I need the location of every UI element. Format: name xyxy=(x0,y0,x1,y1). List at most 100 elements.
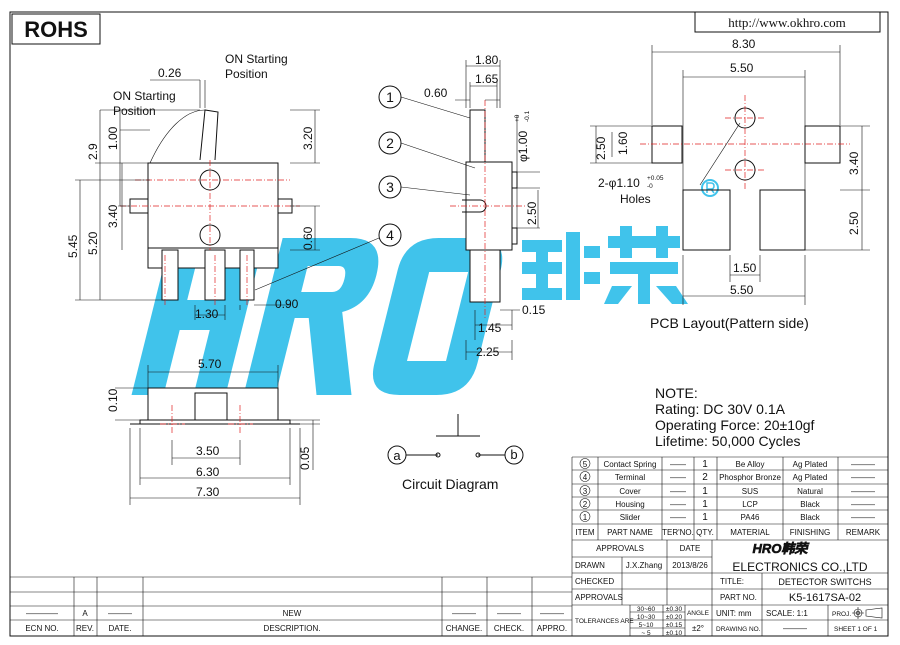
dia-tol-plus: +0 xyxy=(514,114,521,122)
bom-ter: —— xyxy=(670,500,686,509)
dim-5.20: 5.20 xyxy=(86,231,100,255)
svg-text:±0.15: ±0.15 xyxy=(666,622,683,629)
on-starting-label-2: ON Starting xyxy=(113,89,176,103)
holes-tol-plus: +0.05 xyxy=(647,175,664,182)
header-finishing: FINISHING xyxy=(790,528,830,537)
bom-material: Phosphor Bronze xyxy=(719,473,781,482)
svg-text:±0.30: ±0.30 xyxy=(666,606,683,613)
bottom-dim-7.30: 7.30 xyxy=(196,485,220,499)
bom-material: PA46 xyxy=(741,513,761,522)
unit: UNIT: mm xyxy=(716,609,752,618)
svg-text:30~60: 30~60 xyxy=(637,606,656,613)
note-lifetime: Lifetime: 50,000 Cycles xyxy=(655,433,801,449)
bom-name: Cover xyxy=(619,487,641,496)
bom-finish: Ag Plated xyxy=(793,473,828,482)
header-part-name: PART NAME xyxy=(607,528,653,537)
svg-text:———: ——— xyxy=(540,609,564,618)
drawn-date: 2013/8/26 xyxy=(672,561,708,570)
callout-2: 2 xyxy=(378,131,476,169)
front-view: 0.26 ON Starting Position ON Starting Po… xyxy=(66,52,320,321)
dim-0.60: 0.60 xyxy=(301,226,315,250)
part-no-label: PART NO. xyxy=(720,593,757,602)
dim-1.45: 1.45 xyxy=(478,321,502,335)
svg-text:CHANGE.: CHANGE. xyxy=(446,624,482,633)
circuit-diagram-title: Circuit Diagram xyxy=(402,476,498,492)
revision-letter: A xyxy=(82,609,88,618)
projection-label: PROJ. xyxy=(832,611,851,618)
header-qty: QTY. xyxy=(696,528,714,537)
bom-ter: —— xyxy=(670,460,686,469)
company-name: ELECTRONICS CO.,LTD xyxy=(732,560,867,574)
bom-ter: —— xyxy=(670,513,686,522)
svg-text:ECN NO.: ECN NO. xyxy=(25,624,58,633)
tolerances-label: TOLERANCES ARE xyxy=(575,618,634,625)
revision-table: ———— A ——— NEW ——— ——— ——— ECN NO. REV. … xyxy=(10,576,572,636)
pcb-layout-title: PCB Layout(Pattern side) xyxy=(650,315,809,331)
approvals-header: APPROVALS xyxy=(596,544,644,553)
url-link[interactable]: http://www.okhro.com xyxy=(728,15,846,30)
angle-label: ANGLE xyxy=(687,610,710,617)
bom-ter: —— xyxy=(670,473,686,482)
bottom-dim-3.50: 3.50 xyxy=(196,444,220,458)
callout-1: 1 xyxy=(378,85,471,119)
pcb-dim-8.30: 8.30 xyxy=(732,37,756,51)
svg-text:DESCRIPTION.: DESCRIPTION. xyxy=(264,624,321,633)
svg-text:3: 3 xyxy=(386,179,394,195)
drawn-by: J.X.Zhang xyxy=(626,561,662,570)
holes-tol-minus: -0 xyxy=(647,183,653,190)
drawing-title: DETECTOR SWITCHS xyxy=(778,577,871,587)
dim-0.15: 0.15 xyxy=(522,303,546,317)
svg-text:5~10: 5~10 xyxy=(639,622,654,629)
bom-finish: Black xyxy=(800,513,821,522)
bom-ter: —— xyxy=(670,487,686,496)
bom-remark: ——— xyxy=(851,500,875,509)
checked-label: CHECKED xyxy=(575,577,614,586)
bom-qty: 1 xyxy=(702,486,708,497)
bom-name: Slider xyxy=(620,513,641,522)
bom-name: Contact Spring xyxy=(604,460,657,469)
bom-item: 5 xyxy=(583,460,588,469)
dim-2.50-side: 2.50 xyxy=(525,201,539,225)
svg-text:CHECK.: CHECK. xyxy=(494,624,524,633)
pcb-dim-3.40: 3.40 xyxy=(847,151,861,175)
bom-material: SUS xyxy=(742,487,758,496)
bom-name: Housing xyxy=(615,500,644,509)
pcb-dim-2.50-right: 2.50 xyxy=(847,211,861,235)
svg-text:———: ——— xyxy=(497,609,521,618)
bom-header-row: ITEM PART NAME TER'NO. QTY. MATERIAL FIN… xyxy=(575,528,880,537)
bom-remark: ——— xyxy=(851,473,875,482)
bom-qty: 1 xyxy=(702,499,708,510)
bom-remark: ——— xyxy=(851,513,875,522)
svg-text:APPRO.: APPRO. xyxy=(537,624,567,633)
bom-qty: 1 xyxy=(702,512,708,523)
bom-item: 4 xyxy=(583,473,588,482)
position-label-2: Position xyxy=(113,104,156,118)
scale: SCALE: 1:1 xyxy=(766,609,808,618)
sheet-border xyxy=(9,11,889,637)
on-starting-label-1: ON Starting xyxy=(225,52,288,66)
part-number: K5-1617SA-02 xyxy=(789,592,861,604)
header-item: ITEM xyxy=(575,528,594,537)
url-box xyxy=(694,11,881,33)
bom-item: 3 xyxy=(583,487,588,496)
pcb-layout: 8.30 5.50 2.50 1.60 3.40 2.50 1.50 5.50 … xyxy=(590,37,870,331)
terminal-a-label: a xyxy=(393,448,401,463)
dim-dia-1.00: φ1.00 xyxy=(516,131,530,162)
bom-qty: 1 xyxy=(702,459,708,470)
pcb-dim-2.50-left: 2.50 xyxy=(594,136,608,160)
svg-text:4: 4 xyxy=(386,227,394,243)
callout-4: 4 xyxy=(254,223,402,291)
svg-text:±0.10: ±0.10 xyxy=(666,630,683,637)
angle-value: ±2° xyxy=(692,624,704,633)
bottom-dim-5.70: 5.70 xyxy=(198,357,222,371)
notes: NOTE: Rating: DC 30V 0.1A Operating Forc… xyxy=(655,385,815,449)
projection-symbol-icon xyxy=(852,607,883,619)
drawn-label: DRAWN xyxy=(575,561,605,570)
bottom-dim-0.10: 0.10 xyxy=(106,388,120,412)
svg-text:2: 2 xyxy=(386,135,394,151)
bom-remark: ——— xyxy=(851,487,875,496)
